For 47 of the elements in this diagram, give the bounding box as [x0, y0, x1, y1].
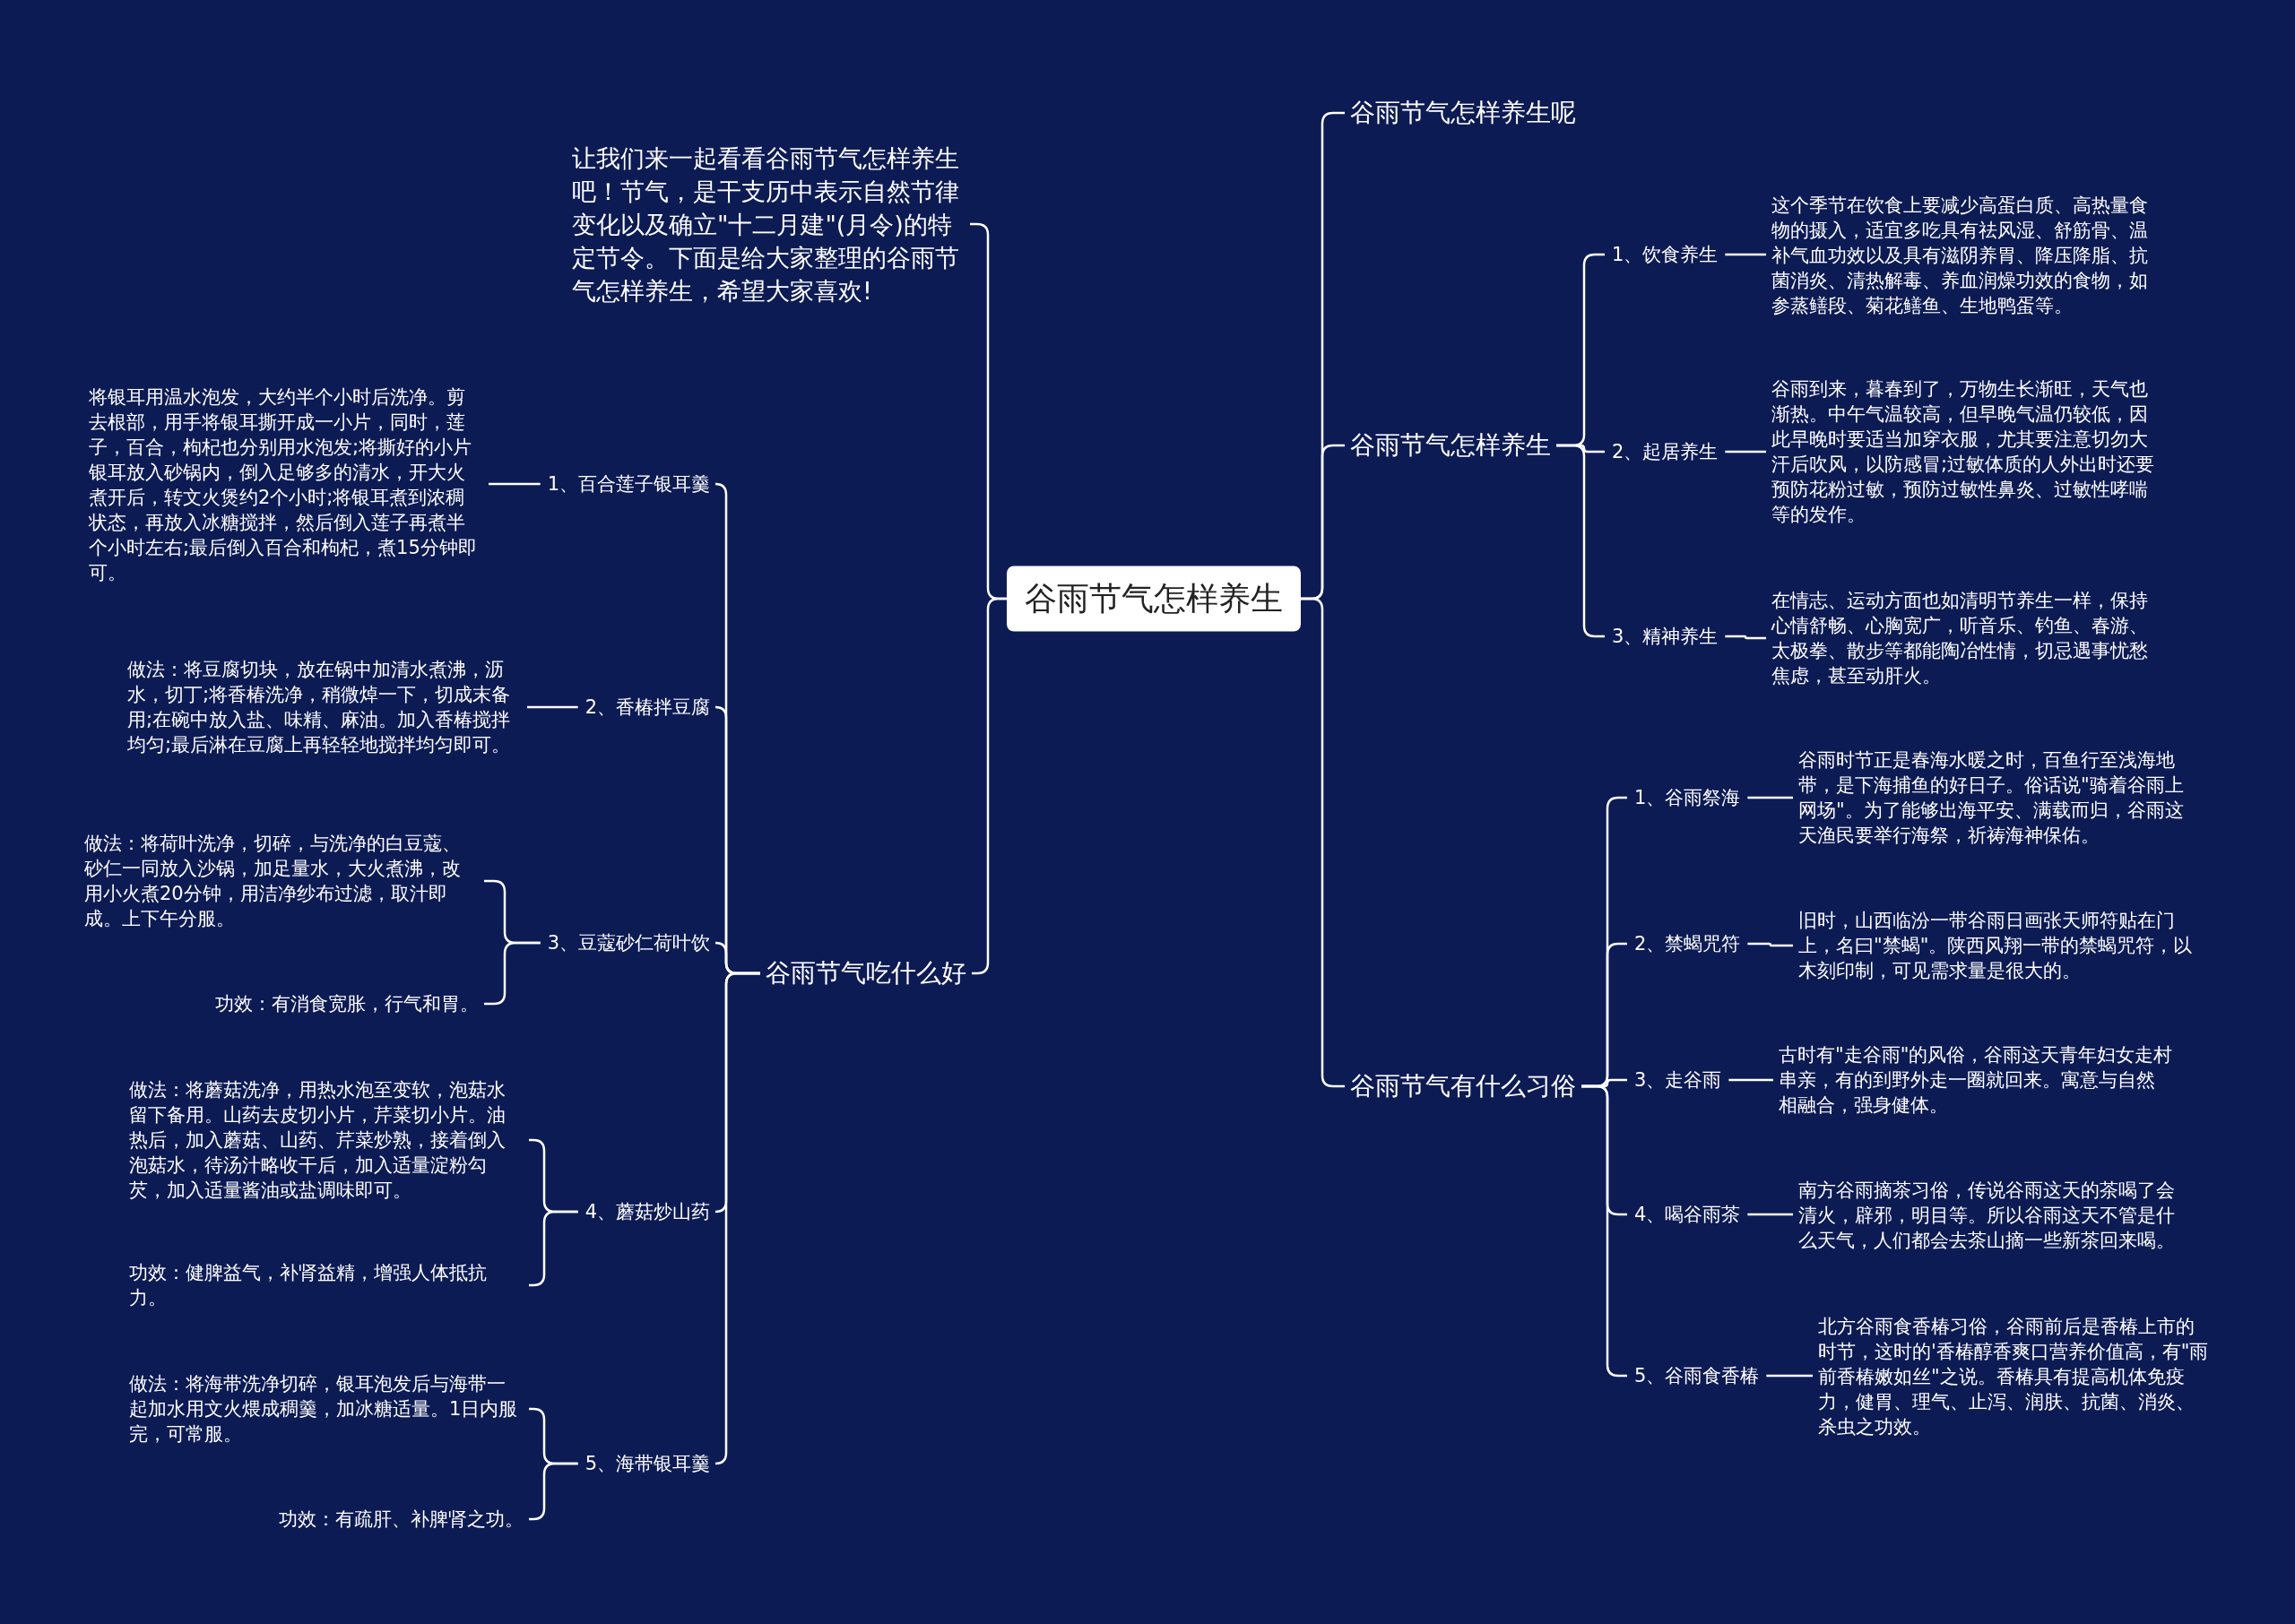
detail-text: 北方谷雨食香椿习俗，谷雨前后是香椿上市的时节，这时的'香椿醇香爽口营养价值高，有"雨前香椿嫩如丝"之说。香椿具有提高机体免疫力，健胃、理气、止泻、润肤、抗菌、消炎、杀虫之功效。: [1813, 1314, 2218, 1439]
detail-text: 功效：有消食宽胀，行气和胃。: [210, 991, 484, 1016]
branch-connector: [1747, 1213, 1793, 1216]
detail-text: 将银耳用温水泡发，大约半个小时后洗净。剪去根部，用手将银耳撕开成一小片，同时，莲子，百合，枸杞也分别用水泡发;将撕好的小片银耳放入砂锅内，倒入足够多的清水，开大火煮开后，转文火煲约2个小时;将银耳煮到浓稠状态，再放入冰糖搅拌，然后倒入莲子再煮半个小时左右;最后倒入百合和枸杞，煮15分钟即可。: [83, 384, 489, 585]
subtopic-label: 5、海带银耳羹: [577, 1451, 717, 1476]
detail-text: 在情志、运动方面也如清明节养生一样，保持心情舒畅、心胸宽广，听音乐、钓鱼、春游、太极拳、散步等都能陶冶性情，切忌遇事忧愁焦虑，甚至动肝火。: [1766, 588, 2171, 688]
detail-text: 功效：健脾益气，补肾益精，增强人体抵抗力。: [124, 1260, 529, 1310]
subtopic-label: 1、饮食养生: [1605, 242, 1726, 267]
subtopic-label: 2、香椿拌豆腐: [577, 695, 717, 720]
branch-connector: [1747, 942, 1793, 947]
branch-connector: [489, 482, 541, 486]
branch-connector: [527, 705, 578, 709]
branch-connector: [1725, 635, 1766, 640]
branch-connector: [1728, 1078, 1773, 1082]
detail-text: 这个季节在饮食上要减少高蛋白质、高热量食物的摄入，适宜多吃具有祛风湿、舒筋骨、温补气血功效以及具有滋阴养胃、降压降脂、抗菌消炎、清热解毒、养血润燥功效的食物，如参蒸鳝段、菊花鳝鱼、生地鸭蛋等。: [1766, 193, 2171, 318]
detail-text: 古时有"走谷雨"的风俗，谷雨这天青年妇女走村串亲，有的到野外走一圈就回来。寓意与自然相融合，强身健体。: [1773, 1042, 2178, 1118]
subtopic-label: 1、百合莲子银耳羹: [540, 471, 717, 497]
subtopic-label: 2、起居养生: [1605, 439, 1726, 464]
subtopic-label: 4、喝谷雨茶: [1627, 1202, 1748, 1227]
detail-text: 做法：将蘑菇洗净，用热水泡至变软，泡菇水留下备用。山药去皮切小片，芹菜切小片。油热后，加入蘑菇、山药、芹菜炒熟，接着倒入泡菇水，待汤汁略收干后，加入适量淀粉勾芡，加入适量酱油或盐调味即可。: [124, 1077, 529, 1203]
branch-connector: [714, 972, 760, 1465]
subtopic-label: 5、谷雨食香椿: [1627, 1363, 1767, 1388]
detail-text: 做法：将海带洗净切碎，银耳泡发后与海带一起加水用文火煨成稠羹，加冰糖适量。1日内服完，可常服。: [124, 1371, 529, 1447]
subtopic-label: 1、谷雨祭海: [1627, 785, 1748, 810]
topic-label: 谷雨节气有什么习俗: [1345, 1069, 1581, 1103]
branch-connector: [1725, 450, 1766, 454]
detail-text: 功效：有疏肝、补脾肾之功。: [273, 1507, 529, 1532]
subtopic-label: 4、蘑菇炒山药: [577, 1199, 717, 1224]
detail-text: 做法：将豆腐切块，放在锅中加清水煮沸，沥水，切丁;将香椿洗净，稍微焯一下，切成末备用;在碗中放入盐、味精、麻油。加入香椿搅拌均匀;最后淋在豆腐上再轻轻地搅拌均匀即可。: [122, 657, 527, 757]
detail-text: 谷雨到来，暮春到了，万物生长渐旺，天气也渐热。中午气温较高，但早晚气温仍较低，因此早晚时要适当加穿衣服，尤其要注意切勿大汗后吹风，以防感冒;过敏体质的人外出时还要预防花粉过敏，预防过敏性鼻炎、过敏性哮喘等的发作。: [1766, 376, 2171, 527]
topic-label: 谷雨节气怎样养生: [1345, 428, 1556, 462]
subtopic-label: 3、走谷雨: [1627, 1067, 1729, 1093]
branch-connector: [1725, 253, 1766, 256]
branch-connector: [1747, 796, 1793, 799]
detail-text: 南方谷雨摘茶习俗，传说谷雨这天的茶喝了会清火，辟邪，明目等。所以谷雨这天不管是什么天气，人们都会去茶山摘一些新茶回来喝。: [1793, 1178, 2198, 1253]
branch-connector: [529, 1462, 578, 1521]
intro-text: 让我们来一起看看谷雨节气怎样养生吧！节气，是干支历中表示自然节律变化以及确立"十二月建"(月令)的特定节令。下面是给大家整理的谷雨节气怎样养生，希望大家喜欢!: [567, 141, 970, 307]
subtopic-label: 3、豆蔻砂仁荷叶饮: [540, 930, 717, 955]
branch-connector: [1766, 1374, 1813, 1378]
detail-text: 做法：将荷叶洗净，切碎，与洗净的白豆蔻、砂仁一同放入沙锅，加足量水，大火煮沸，改用小火煮20分钟，用洁净纱布过滤，取汁即成。上下午分服。: [79, 831, 484, 931]
subtopic-label: 2、禁蝎咒符: [1627, 931, 1748, 956]
topic-label: 谷雨节气吃什么好: [760, 956, 972, 990]
detail-text: 旧时，山西临汾一带谷雨日画张天师符贴在门上，名曰"禁蝎"。陕西风翔一带的禁蝎咒符，以木刻印制，可见需求量是很大的。: [1793, 908, 2198, 983]
detail-text: 谷雨时节正是春海水暖之时，百鱼行至浅海地带，是下海捕鱼的好日子。俗话说"骑着谷雨上网场"。为了能够出海平安、满载而归，谷雨这天渔民要举行海祭，祈祷海神保佑。: [1793, 747, 2198, 848]
topic-label: 谷雨节气怎样养生呢: [1345, 96, 1581, 130]
central-topic-box: 谷雨节气怎样养生: [1007, 566, 1301, 632]
subtopic-label: 3、精神养生: [1605, 624, 1726, 649]
